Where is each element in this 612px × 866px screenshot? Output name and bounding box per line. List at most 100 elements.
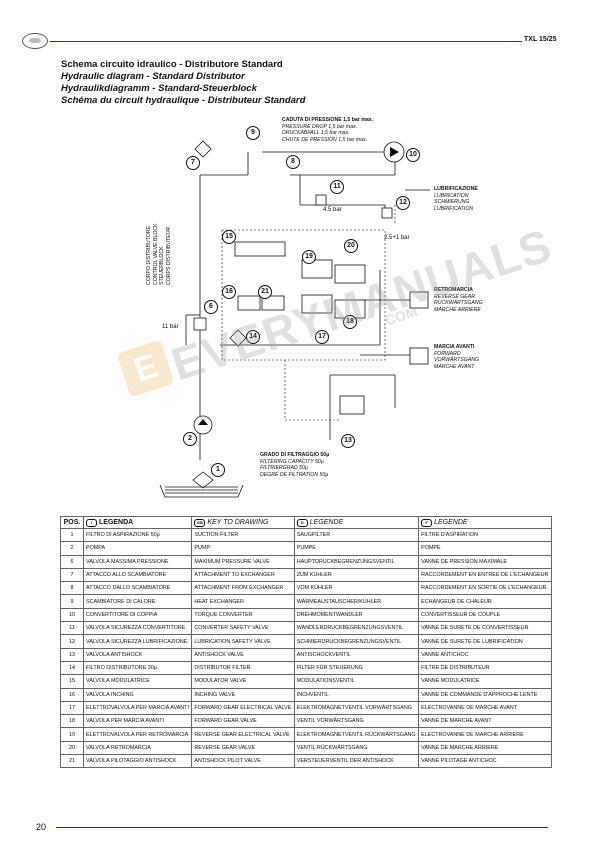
cell-d: HAUPTDRUCKBEGRENZUNGSVENTIL (293, 554, 420, 569)
cell-d: SAUGFILTER (293, 527, 420, 543)
cell-d: VENTIL RÜCKWÄRTSGANG (293, 740, 420, 756)
cell-f: ELECTROVANNE DE MARCHE AVANT (418, 700, 552, 716)
cell-it: FILTRO DISTRIBUTORE 30µ (82, 660, 193, 676)
cell-pos: 11 (60, 621, 84, 636)
component-13: 13 (341, 434, 355, 448)
cell-it: VALVOLA SICUREZZA CONVERTITORE (82, 621, 193, 636)
cell-pos: 17 (60, 700, 84, 716)
cell-it: CONVERTITORE DI COPPIA (82, 607, 193, 623)
pressure-drop-note: CADUTA DI PRESSIONE 1,5 bar max. PRESSUR… (282, 117, 374, 143)
component-19: 19 (302, 250, 316, 264)
page-titles: Schema circuito idraulico - Distributore… (61, 59, 305, 107)
cell-gb: REVERSE GEAR VALVE (191, 740, 295, 756)
cell-pos: 13 (60, 647, 84, 662)
cell-it: VALVOLA SICUREZZA LUBRIFICAZIONE (82, 634, 193, 649)
cell-pos: 20 (60, 740, 84, 756)
cell-gb: ANTISHOCK VALVE (191, 647, 295, 662)
component-15: 15 (222, 230, 236, 244)
cell-f: VANNE DE SURETE DE CONVERTISSEUR (418, 621, 552, 636)
cell-f: VANNE DE SURETE DE LUBRIFICATION (418, 634, 552, 649)
flag-d-icon: D (296, 518, 308, 527)
cell-d: MODULATIONSVENTIL (293, 674, 420, 689)
cell-pos: 15 (60, 674, 84, 689)
component-7: 7 (186, 156, 200, 170)
cell-gb: CONVERTER SAFETY VALVE (191, 621, 295, 636)
cell-d: PUMPE (293, 541, 420, 556)
cell-d: ANTISCHOCKVENTIL (293, 647, 420, 662)
component-11: 11 (330, 180, 344, 194)
cell-f: FILTRE D'ASPIRATION (418, 527, 552, 543)
cell-d: INCHVENTIL (293, 687, 420, 702)
filtering-note: GRADO DI FILTRAGGIO 50µ FILTERING CAPACI… (260, 452, 330, 478)
cell-it: VALVOLA PILOTAGGIO ANTISHOCK (82, 754, 193, 769)
component-2: 2 (183, 432, 197, 446)
cell-pos: 2 (60, 541, 84, 556)
cell-gb: INCHING VALVE (191, 687, 295, 702)
cell-d: SCHMIERDRUCKBEGRENZUNGSVENTIL (293, 634, 420, 649)
valve-block-note: CORPO DISTRIBUTORE CONTROL VALVE BLOCK S… (146, 223, 172, 285)
cell-pos: 10 (60, 607, 84, 623)
cell-gb: MAXIMUM PRESSURE VALVE (191, 554, 295, 569)
cell-it: FILTRO DI ASPIRAZIONE 50µ (82, 527, 193, 543)
cell-it: POMPA (82, 541, 193, 556)
cell-gb: PUMP (191, 541, 295, 556)
cell-pos: 19 (60, 727, 84, 742)
cell-pos: 9 (60, 594, 84, 609)
flag-it-icon: I (86, 518, 97, 527)
cell-it: VALVOLA ANTISHOCK (82, 647, 193, 662)
cell-d: VOM KÜHLER (293, 581, 420, 596)
cell-f: RACCORDEMENT EN SORTIE DE L'ECHANGEUR (418, 581, 552, 596)
cell-gb: LUBRICATION SAFETY VALVE (191, 634, 295, 649)
component-1: 1 (211, 463, 225, 477)
lubrication-note: LUBRIFICAZIONE LUBRICATION SCHMIERUNG LU… (434, 186, 478, 212)
cell-pos: 18 (60, 714, 84, 729)
title-en: Hydraulic diagram - Standard Distributor (61, 71, 245, 82)
cell-it: SCAMBIATORE DI CALORE (82, 594, 193, 609)
col-pos: POS. (60, 516, 84, 529)
cell-gb: ATTACHMENT FROM EXCHANGER (191, 581, 295, 596)
cell-pos: 21 (60, 754, 84, 769)
cell-d: VENTIL VORWÄRTSGANG (293, 714, 420, 729)
cell-pos: 16 (60, 687, 84, 702)
cell-f: VANNE DE MARCHE AVANT (418, 714, 552, 729)
component-6: 6 (204, 300, 218, 314)
cell-f: ECHANGEUR DE CHALEUR (418, 594, 552, 609)
cell-d: DREHMOMENTWANDLER (293, 607, 420, 623)
cell-d: ELEKTROMAGNETVENTIL RÜCKWÄRTSGANG (293, 727, 420, 742)
cell-d: ELEKTROMAGNETVENTIL VORWÄRTSGANG (293, 700, 420, 716)
cell-it: VALVOLA MASSIMA PRESSIONE (82, 554, 193, 569)
pressure-label-2-5: 2.5+1 bar (384, 235, 410, 241)
component-10: 10 (406, 148, 420, 162)
cell-gb: ANTISHOCK PILOT VALVE (191, 754, 295, 769)
title-it: Schema circuito idraulico - Distributore… (61, 59, 283, 70)
cell-d: WANDLERDRUCKBEGRENZUNGSVENTIL (293, 621, 420, 636)
component-8: 8 (286, 155, 300, 169)
page-number: 20 (36, 822, 47, 832)
cell-f: RACCORDEMENT EN ENTREE DE L'ECHANGEUR (418, 567, 552, 583)
pressure-label-11: 11 bar (162, 324, 179, 330)
cell-it: ELETTROVALVOLA PER MARCIA AVANTI (82, 700, 193, 716)
brand-logo (22, 33, 48, 49)
cell-f: ELECTROVANNE DE MARCHE ARRIERE (418, 727, 552, 742)
doc-code: TXL 15/25 (524, 36, 557, 43)
cell-pos: 6 (60, 554, 84, 569)
cell-pos: 14 (60, 660, 84, 676)
cell-pos: 12 (60, 634, 84, 649)
